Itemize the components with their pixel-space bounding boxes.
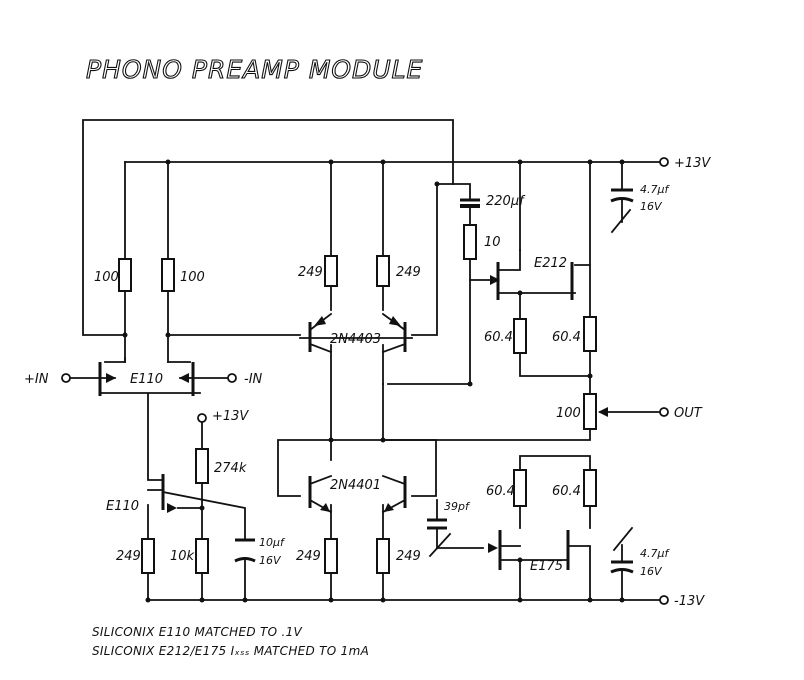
label-c-bias-volt: 16V [259, 554, 282, 567]
terminal-out [659, 407, 669, 417]
resistor-out-low-left [513, 469, 527, 507]
label-r-bias: 274k [214, 461, 247, 476]
resistor-cs-source [141, 538, 155, 574]
label-lower-pair: 2N4401 [330, 478, 381, 493]
label-r-low-left: 249 [296, 549, 321, 564]
transistor-output-lower [488, 530, 570, 570]
label-r-up-left: 249 [298, 265, 323, 280]
transistor-input-pair [98, 362, 195, 396]
note-line-2: SILICONIX E212/E175 Iₓₛₛ MATCHED TO 1mA [92, 644, 369, 658]
capacitor-comp [427, 518, 452, 558]
label-c-neg-rail-volt: 16V [640, 565, 663, 578]
resistor-bias [195, 448, 209, 484]
label-r-up-right: 249 [396, 265, 421, 280]
note-line-1: SILICONIX E110 MATCHED TO .1V [92, 625, 303, 639]
resistor-out-up-left [513, 318, 527, 354]
label-pos-rail: +13V [674, 156, 711, 171]
resistor-low-right [376, 538, 390, 574]
resistor-low-left [324, 538, 338, 574]
label-upper-pair: 2N4403 [330, 332, 381, 347]
capacitors [234, 188, 634, 574]
resistor-cs-gate [195, 538, 209, 574]
label-r-out-low-right: 60.4 [552, 484, 581, 499]
label-input-pair: E110 [130, 372, 163, 387]
label-r-out-low-left: 60.4 [486, 484, 515, 499]
terminal-neg-rail [659, 595, 669, 605]
resistor-up-left [324, 255, 338, 287]
label-r-low-right: 249 [396, 549, 421, 564]
label-c-neg-rail-value: 4.7µf [640, 547, 670, 560]
potentiometer-out [583, 393, 597, 430]
label-r-cs-source: 249 [116, 549, 141, 564]
label-c-bias-value: 10µf [259, 536, 286, 549]
terminal-in-plus [61, 373, 71, 383]
resistor-feedback [463, 224, 477, 260]
label-in-minus: -IN [244, 372, 263, 387]
wires [69, 119, 661, 601]
label-out: OUT [674, 406, 703, 421]
label-r-feedback: 10 [484, 235, 501, 250]
label-output-lower: E175 [530, 559, 563, 574]
label-c-pos-rail-volt: 16V [640, 200, 663, 213]
label-bias-supply: +13V [212, 409, 249, 424]
capacitor-bias [234, 538, 256, 563]
transistor-lower-pair [308, 474, 407, 514]
terminal-bias-supply [197, 413, 207, 423]
schematic-title: PHONO PREAMP MODULE [86, 55, 423, 84]
transistor-output-upper [490, 262, 574, 300]
resistors [118, 224, 597, 574]
transistor-upper-pair [308, 312, 407, 354]
label-r-out-up-left: 60.4 [484, 330, 513, 345]
label-r-out-up-right: 60.4 [552, 330, 581, 345]
label-c-comp: 39pf [444, 500, 471, 513]
terminal-pos-rail [659, 157, 669, 167]
resistor-out-up-right [583, 316, 597, 352]
label-in-plus: +IN [24, 372, 49, 387]
label-r-in-left: 100 [94, 270, 119, 285]
label-current-source: E110 [106, 499, 139, 514]
resistor-out-low-right [583, 469, 597, 507]
terminals [61, 157, 669, 605]
label-c-pos-rail-value: 4.7µf [640, 183, 670, 196]
terminal-in-minus [227, 373, 237, 383]
label-r-in-right: 100 [180, 270, 205, 285]
pot-wiper-arrow [598, 407, 608, 417]
label-r-cs-gate: 10k [170, 549, 195, 564]
junction-dots [122, 159, 625, 603]
label-neg-rail: -13V [674, 594, 705, 609]
resistor-in-right [161, 258, 175, 292]
label-c-feedback: 220µf [486, 194, 526, 209]
labels: +13V -13V +13V OUT +IN -IN E110 E110 2N4… [24, 156, 711, 609]
label-pot-out: 100 [556, 406, 581, 421]
resistor-in-left [118, 258, 132, 292]
resistor-up-right [376, 255, 390, 287]
label-output-upper: E212 [534, 256, 567, 271]
transistors [98, 262, 574, 570]
capacitor-neg-rail [610, 526, 634, 574]
transistor-current-source [147, 474, 177, 513]
capacitor-feedback [460, 198, 480, 208]
capacitor-pos-rail [610, 188, 634, 234]
